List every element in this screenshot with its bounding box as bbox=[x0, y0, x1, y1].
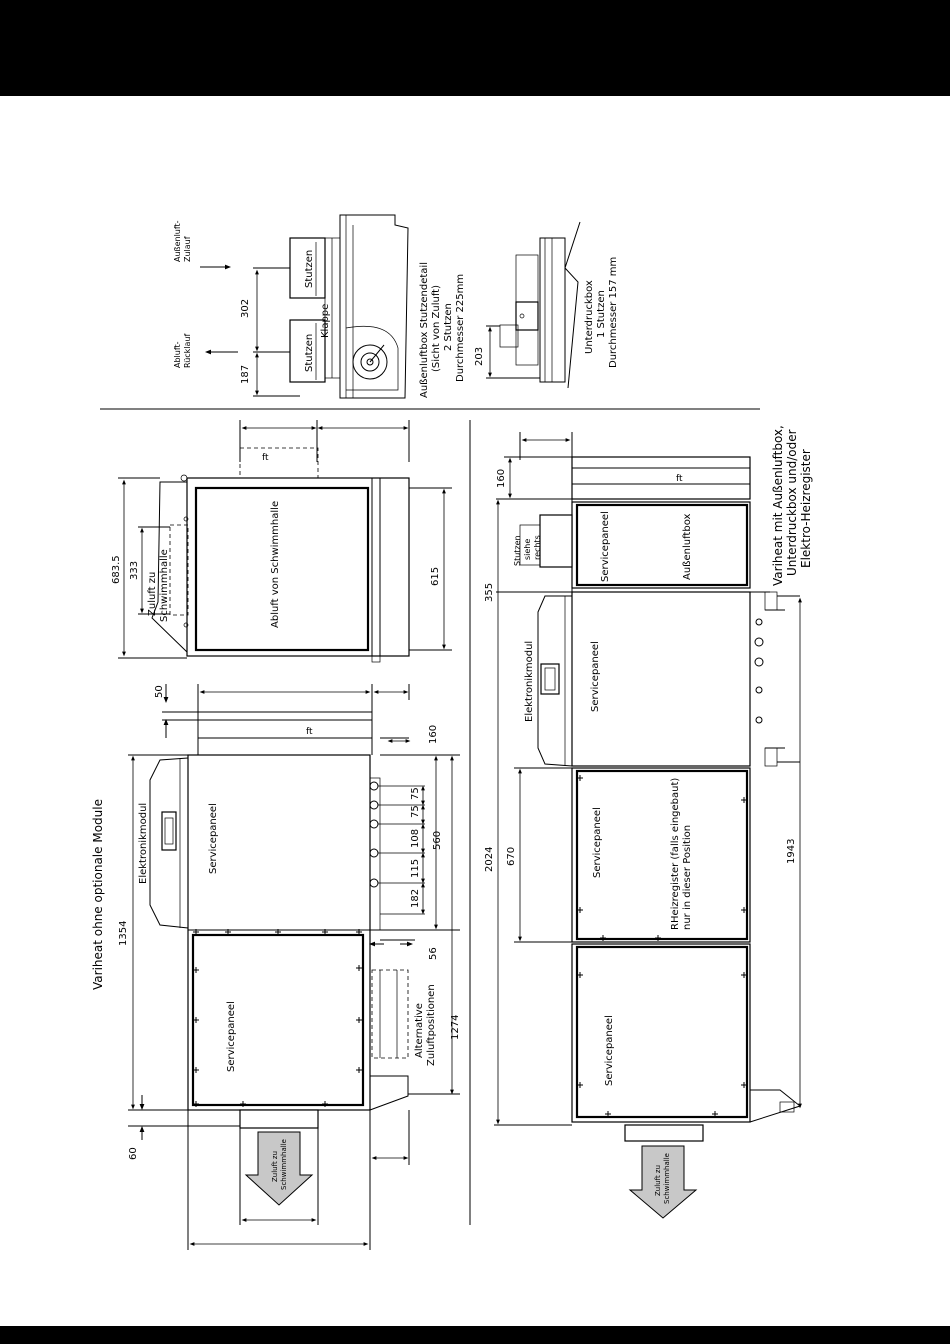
dim-115: 115 bbox=[410, 859, 421, 878]
left-ft-label: ft bbox=[306, 727, 313, 737]
right-stutzen-label: Stutzen siehe rechts bbox=[513, 533, 542, 566]
dim-683-5: 683.5 bbox=[111, 555, 122, 584]
detail-aussenluftbox: Außenluft- Zulauf Abluft- Rücklauf 302 1… bbox=[173, 214, 466, 399]
left-servicepaneel-2: Servicepaneel bbox=[226, 1001, 237, 1072]
dim-182: 182 bbox=[410, 889, 421, 908]
heizregister-label: RHeizregister (falls eingebaut) nur in d… bbox=[670, 775, 693, 930]
dim-560: 560 bbox=[432, 831, 443, 850]
right-servicepaneel-lower: Servicepaneel bbox=[604, 1015, 615, 1086]
end-ft-label: ft bbox=[262, 453, 269, 463]
dim-75b: 75 bbox=[410, 805, 421, 818]
dim-333: 333 bbox=[129, 561, 140, 580]
dim-203: 203 bbox=[474, 347, 485, 366]
dim-50: 50 bbox=[154, 685, 165, 698]
dim-1943: 1943 bbox=[786, 839, 797, 864]
end-view: ft Abluft von Schwimmhalle Zuluft zu Sch… bbox=[111, 420, 452, 663]
unterdruck-caption: Unterdruckbox 1 Stutzen Durchmesser 157 … bbox=[584, 257, 619, 368]
left-servicepaneel-1: Servicepaneel bbox=[208, 803, 219, 874]
right-servicepaneel-heiz: Servicepaneel bbox=[592, 807, 603, 878]
right-view: Variheat mit Außenluftbox, Unterdruckbox… bbox=[484, 421, 813, 1219]
stutzen-label-1: Stutzen bbox=[304, 250, 315, 288]
left-view-title: Variheat ohne optionale Module bbox=[91, 799, 105, 990]
stutzen-label-2: Stutzen bbox=[304, 334, 315, 372]
right-servicepaneel-main: Servicepaneel bbox=[590, 641, 601, 712]
panel-screws bbox=[193, 929, 362, 1107]
detail-caption: Außenluftbox Stutzendetail (Sicht von Zu… bbox=[419, 259, 466, 398]
right-servicepaneel-box: Servicepaneel bbox=[600, 511, 611, 582]
dim-355: 355 bbox=[484, 583, 495, 602]
left-elektronikmodul-label: Elektronikmodul bbox=[138, 803, 149, 884]
dim-60: 60 bbox=[128, 1147, 139, 1160]
dim-108: 108 bbox=[410, 829, 421, 848]
dim-1274: 1274 bbox=[450, 1015, 461, 1040]
dim-1354: 1354 bbox=[118, 921, 129, 946]
svg-text:Zuluft zu Schwimmhalle: Zuluft zu Schwimmhalle bbox=[654, 1153, 671, 1204]
klappe-label: Klappe bbox=[320, 304, 331, 338]
dim-187: 187 bbox=[240, 365, 251, 384]
dim-2024: 2024 bbox=[484, 847, 495, 872]
bottom-black-bar bbox=[0, 1326, 950, 1344]
top-black-bar bbox=[0, 0, 950, 96]
dim-615: 615 bbox=[430, 567, 441, 586]
detail-unterdruckbox: 203 Unterdruckbox 1 Stutzen Durchmesser … bbox=[474, 221, 619, 389]
left-view: Variheat ohne optionale Module ft 50 160… bbox=[91, 684, 461, 1250]
zuluft-arrow-right bbox=[628, 1145, 698, 1219]
right-elektronikmodul-label: Elektronikmodul bbox=[524, 641, 535, 722]
dim-670: 670 bbox=[506, 847, 517, 866]
svg-text:Abluft- Rücklauf: Abluft- Rücklauf bbox=[173, 334, 192, 368]
alt-zuluft-label: Alternative Zuluftpositionen bbox=[414, 984, 437, 1066]
dim-56: 56 bbox=[428, 947, 439, 960]
end-zuluft-label: Zuluft zu Schwimmhalle bbox=[147, 549, 170, 622]
dim-160-left: 160 bbox=[428, 725, 439, 744]
dim-302: 302 bbox=[240, 299, 251, 318]
dim-160-right: 160 bbox=[496, 469, 507, 488]
svg-text:Zuluft zu Schwimmhalle: Zuluft zu Schwimmhalle bbox=[271, 1139, 288, 1190]
abluft-label: Abluft von Schwimmhalle bbox=[270, 501, 281, 628]
aussenluftbox-label: Außenluftbox bbox=[682, 513, 693, 580]
right-view-title: Variheat mit Außenluftbox, Unterdruckbox… bbox=[771, 421, 813, 586]
zuluft-arrow-left bbox=[244, 1131, 314, 1206]
dim-75a: 75 bbox=[410, 787, 421, 800]
svg-text:Außenluft- Zulauf: Außenluft- Zulauf bbox=[173, 218, 192, 262]
right-ft-label: ft bbox=[676, 474, 683, 484]
